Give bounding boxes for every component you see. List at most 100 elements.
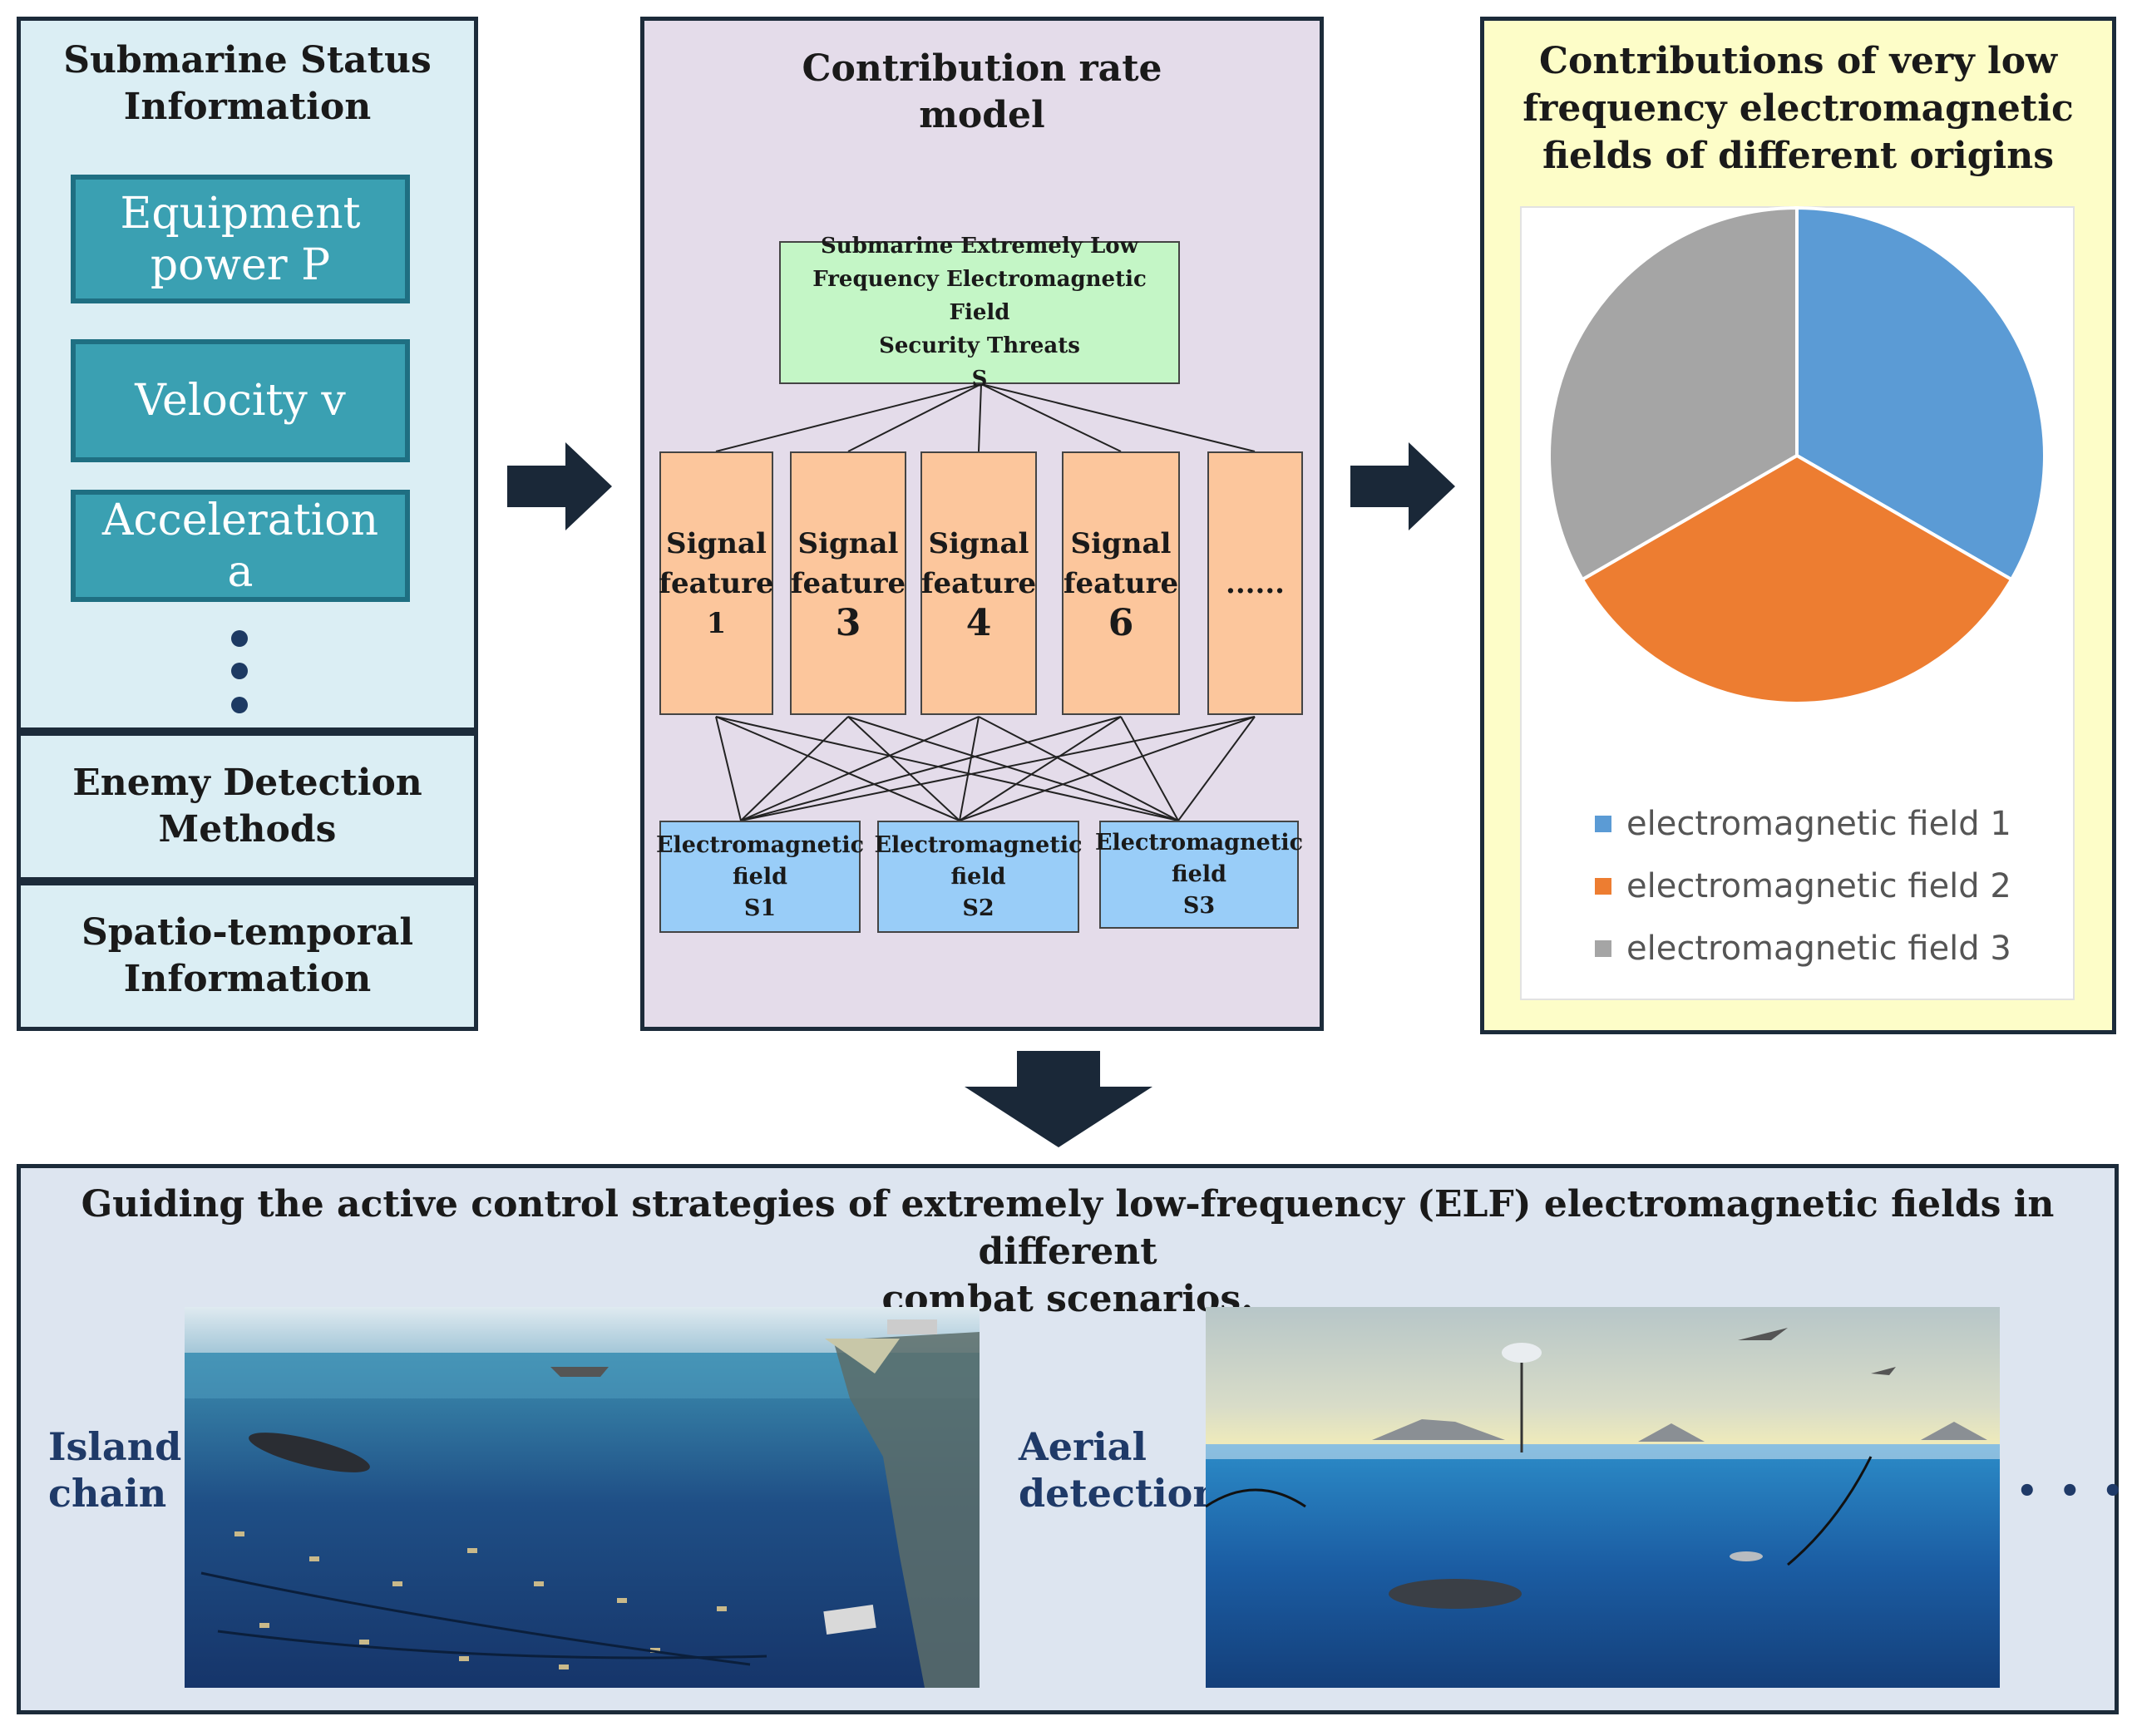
more-scenarios-ellipsis: • • • [2016, 1472, 2129, 1511]
feature-ellipsis: ...... [1225, 566, 1286, 600]
network-line [740, 716, 849, 821]
equipment-power-line2: power P [150, 239, 331, 290]
network-connections [715, 383, 1256, 821]
aerial-detection-line2: detection [1019, 1471, 1221, 1516]
em-field-s3-box: Electromagnetic field S3 [1095, 821, 1303, 929]
status-title-line2: Information [123, 86, 372, 128]
spatio-temporal-panel: Spatio-temporal Information [17, 881, 478, 1031]
network-line [1120, 716, 1179, 821]
velocity-box: Velocity v [71, 339, 410, 462]
feature-label: feature [920, 566, 1037, 600]
feature-number: 6 [1108, 601, 1134, 644]
network-line [978, 716, 1179, 821]
pie-title-line2: frequency electromagnetic [1523, 87, 2074, 130]
enemy-detection-panel: Enemy Detection Methods [17, 732, 478, 881]
guidance-title: Guiding the active control strategies of… [17, 1181, 2119, 1323]
island-chain-line1: Island [48, 1424, 182, 1469]
feature-label: Signal [797, 526, 899, 560]
em-field-s1-box: Electromagnetic field S1 [655, 821, 865, 933]
feature-number: 1 [706, 606, 727, 640]
right-arrow-icon [507, 442, 612, 530]
spatio-line2: Information [123, 958, 372, 1000]
network-line [847, 716, 960, 821]
acceleration-box: Acceleration a [71, 490, 410, 602]
network-line [959, 716, 1256, 821]
ellipsis-dot [231, 663, 248, 679]
guidance-title-line1: Guiding the active control strategies of… [81, 1183, 2055, 1273]
feature-label: Signal [928, 526, 1029, 560]
model-title: Contribution rate model [640, 46, 1324, 139]
acceleration-line1: Acceleration [101, 495, 379, 545]
signal-feature-1-box: Signal feature 1 [659, 451, 774, 715]
acceleration-line2: a [227, 546, 254, 597]
em-field-label: Electromagnetic [655, 831, 865, 858]
network-line [715, 383, 982, 452]
em-field-label: field [733, 863, 787, 890]
em-field-label: field [1172, 861, 1226, 887]
legend-label: electromagnetic field 1 [1626, 805, 2011, 843]
aerial-detection-label: Aerial detection [1019, 1423, 1221, 1517]
network-line [980, 383, 1122, 452]
feature-label: feature [790, 566, 906, 600]
pie-title-line3: fields of different origins [1542, 135, 2055, 177]
right-arrow-icon [1350, 442, 1455, 530]
ellipsis-dot [231, 630, 248, 647]
model-title-line2: model [919, 94, 1045, 136]
threat-line4: S [971, 367, 988, 392]
threat-line1: Submarine Extremely Low [821, 234, 1138, 259]
legend-label: electromagnetic field 3 [1626, 930, 2011, 968]
legend-label: electromagnetic field 2 [1626, 867, 2011, 905]
pie-chart [1547, 206, 2046, 705]
feature-label: feature [1063, 566, 1179, 600]
feature-label: Signal [1070, 526, 1172, 560]
signal-feature-4-box: Signal feature 4 [920, 451, 1037, 715]
status-title-line1: Submarine Status [63, 39, 432, 81]
feature-number: 3 [835, 601, 861, 644]
network-line [959, 716, 1122, 821]
aerial-detection-line1: Aerial [1019, 1424, 1147, 1469]
network-line [978, 383, 982, 452]
network-line [715, 716, 1179, 821]
island-chain-label: Island chain [48, 1423, 181, 1517]
down-arrow-icon [965, 1051, 1152, 1147]
equipment-power-line1: Equipment [120, 188, 361, 239]
network-line [715, 716, 742, 821]
network-line [980, 383, 1256, 452]
legend-item-1: electromagnetic field 1 [1595, 805, 2011, 843]
detection-line1: Enemy Detection [72, 762, 422, 804]
signal-feature-more-box: ...... [1207, 451, 1303, 715]
em-field-id: S2 [962, 895, 994, 921]
threat-line3: Security Threats [879, 333, 1080, 358]
network-line [740, 716, 1122, 821]
em-field-label: Electromagnetic [1094, 830, 1304, 856]
legend-swatch [1595, 816, 1611, 832]
detection-line2: Methods [158, 808, 337, 851]
em-field-s2-box: Electromagnetic field S2 [874, 821, 1083, 933]
pie-slice-3 [1547, 206, 1799, 582]
island-chain-illustration [185, 1307, 980, 1688]
signal-feature-3-box: Signal feature 3 [790, 451, 906, 715]
status-title: Submarine Status Information [17, 37, 478, 131]
velocity-label: Velocity v [135, 376, 346, 426]
network-line [847, 383, 982, 452]
legend-swatch [1595, 940, 1611, 957]
pie-title: Contributions of very low frequency elec… [1480, 37, 2116, 180]
aerial-detection-illustration [1206, 1307, 2000, 1688]
network-line [959, 716, 980, 821]
legend-swatch [1595, 878, 1611, 895]
em-field-label: Electromagnetic [874, 831, 1083, 858]
network-line [1177, 716, 1256, 821]
equipment-power-box: Equipment power P [71, 175, 410, 303]
em-field-label: field [950, 863, 1006, 890]
legend-item-3: electromagnetic field 3 [1595, 930, 2011, 968]
feature-number: 4 [965, 601, 992, 644]
island-chain-line2: chain [48, 1471, 167, 1516]
em-field-id: S1 [743, 895, 777, 921]
network-line [740, 716, 1256, 821]
spatio-line1: Spatio-temporal [81, 911, 414, 954]
network-line [715, 716, 960, 821]
signal-feature-6-box: Signal feature 6 [1062, 451, 1180, 715]
network-line [740, 716, 980, 821]
feature-label: Signal [666, 526, 767, 560]
pie-title-line1: Contributions of very low [1539, 40, 2057, 82]
